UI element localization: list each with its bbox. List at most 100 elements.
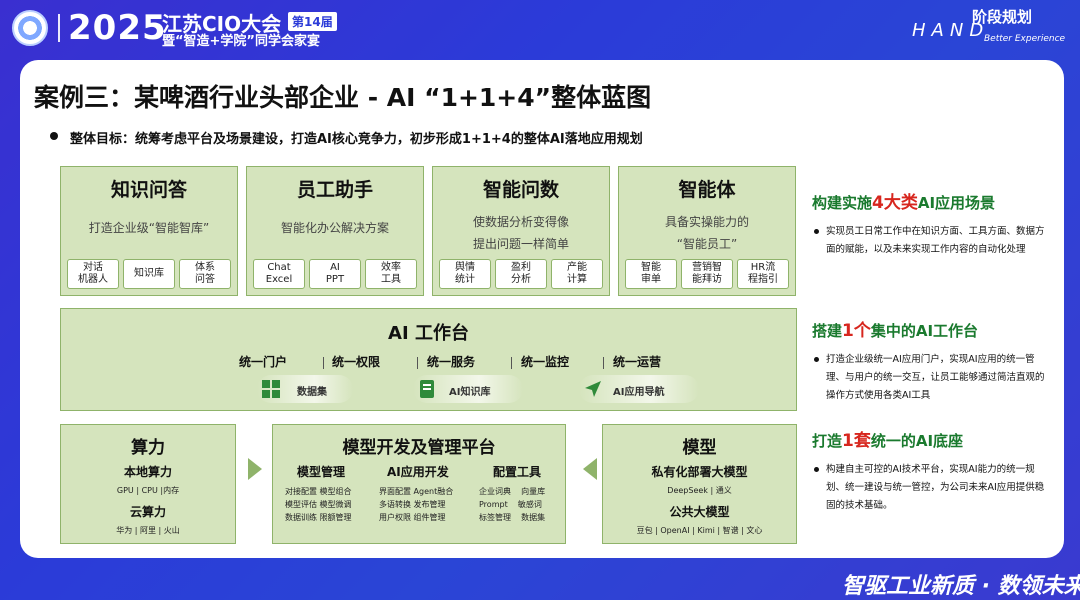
platform-line: 数据训练 限额管理 xyxy=(285,513,352,522)
sidebar-section-scenarios: 构建实施4大类AI应用场景 实现员工日常工作中在知识方面、工具方面、数据方面的赋… xyxy=(812,188,1052,259)
grid-icon xyxy=(261,379,281,399)
scenario-chip: 效率 工具 xyxy=(365,259,417,289)
scenario-title: 知识问答 xyxy=(110,179,187,201)
platform-line: 标签管理 数据集 xyxy=(479,513,546,522)
sidebar-body: 打造企业级统一AI应用门户，实现AI应用的统一管理、与用户的统一交互，让员工能够… xyxy=(812,351,1052,405)
scenario-box-knowledge: 知识问答 打造企业级“智能智库” 对话 机器人 知识库 体系 问答 xyxy=(60,166,238,296)
sidebar-body: 实现员工日常工作中在知识方面、工具方面、数据方面的赋能，以及未来实现工作内容的自… xyxy=(812,223,1052,259)
private-models-title: 私有化部署大模型 xyxy=(651,465,748,479)
platform-column-title: 模型管理 xyxy=(297,465,346,479)
scenario-chip: AI PPT xyxy=(309,259,361,289)
platform-box: 模型开发及管理平台 模型管理 AI应用开发 配置工具 对接配置 模型组合 模型评… xyxy=(272,424,566,544)
tool-label: AI知识库 xyxy=(449,387,491,398)
header-year: 2025 xyxy=(68,8,167,48)
scenario-desc: 打造企业级“智能智库” xyxy=(88,221,210,235)
local-compute-title: 本地算力 xyxy=(123,465,172,479)
cloud-compute-items: 华为 | 阿里 | 火山 xyxy=(116,526,180,535)
workbench-item: 统一运营 xyxy=(613,355,662,369)
heading-pre: 搭建 xyxy=(812,322,843,340)
platform-line: 对接配置 模型组合 xyxy=(285,487,352,496)
scenario-title: 智能体 xyxy=(678,179,736,201)
private-models-items: DeepSeek | 通义 xyxy=(667,486,732,495)
scenario-chip: 盈利 分析 xyxy=(495,259,547,289)
scenario-box-data-query: 智能问数 使数据分析变得像 提出问题一样简单 舆情 统计 盈利 分析 产能 计算 xyxy=(432,166,610,296)
footer-slogan: 智驱工业新质 · 数领未来引擎 xyxy=(842,574,1080,599)
scenario-chip: 智能 审单 xyxy=(625,259,677,289)
platform-line: 界面配置 Agent融合 xyxy=(379,487,454,496)
sidebar-heading: 打造1套统一的AI底座 xyxy=(812,426,1052,451)
book-icon xyxy=(417,379,437,399)
models-title: 模型 xyxy=(682,438,717,458)
scenario-chip: 知识库 xyxy=(123,259,175,289)
sidebar-heading: 构建实施4大类AI应用场景 xyxy=(812,188,1052,213)
platform-column-title: 配置工具 xyxy=(493,465,542,479)
heading-post: 统一的AI底座 xyxy=(870,432,964,450)
platform-line: 企业词典 向量库 xyxy=(479,487,546,496)
header: 2025 江苏CIO大会 第14届 暨“智造+学院”同学会家宴 HAND 阶段规… xyxy=(0,0,1080,56)
scenario-title: 智能问数 xyxy=(482,179,559,201)
workbench-divider xyxy=(417,357,418,369)
header-badge: 第14届 xyxy=(288,12,337,31)
scenario-chip: 体系 问答 xyxy=(179,259,231,289)
header-title: 江苏CIO大会 xyxy=(162,12,282,36)
sidebar-section-foundation: 打造1套统一的AI底座 构建自主可控的AI技术平台，实现AI能力的统一规划、统一… xyxy=(812,426,1052,515)
header-divider xyxy=(58,14,60,42)
platform-line: Prompt 敏感词 xyxy=(479,500,542,509)
conference-logo-icon xyxy=(12,10,48,46)
heading-pre: 构建实施 xyxy=(812,194,873,212)
scenario-chip: Chat Excel xyxy=(253,259,305,289)
scenario-box-agent: 智能体 具备实操能力的 “智能员工” 智能 审单 营销智 能拜访 HR流 程指引 xyxy=(618,166,796,296)
platform-column-title: AI应用开发 xyxy=(387,465,449,479)
scenario-desc: 智能化办公解决方案 xyxy=(280,221,389,235)
arrow-left-icon xyxy=(583,458,597,480)
ai-workbench-box: AI 工作台 统一门户 统一权限 统一服务 统一监控 统一运营 数据集 AI知识… xyxy=(60,308,797,411)
heading-accent: 1套 xyxy=(842,431,871,451)
heading-post: 集中的AI工作台 xyxy=(870,322,979,340)
brand-tagline: Better Experience xyxy=(984,34,1066,44)
workbench-divider xyxy=(603,357,604,369)
scenario-desc: 使数据分析变得像 提出问题一样简单 xyxy=(472,215,569,251)
workbench-divider xyxy=(511,357,512,369)
scenario-box-assistant: 员工助手 智能化办公解决方案 Chat Excel AI PPT 效率 工具 xyxy=(246,166,424,296)
heading-accent: 4大类 xyxy=(872,193,918,213)
local-compute-items: GPU | CPU |内存 xyxy=(116,486,180,495)
brand-logo-text: HAND xyxy=(912,20,990,41)
sidebar-heading: 搭建1个集中的AI工作台 xyxy=(812,316,1052,341)
public-models-title: 公共大模型 xyxy=(669,505,730,519)
workbench-title: AI 工作台 xyxy=(388,323,469,344)
platform-line: 模型评估 模型微调 xyxy=(285,500,352,509)
scenario-chip: HR流 程指引 xyxy=(737,259,789,289)
cloud-compute-title: 云算力 xyxy=(129,505,166,519)
scenario-chip: 舆情 统计 xyxy=(439,259,491,289)
workbench-item: 统一监控 xyxy=(521,355,570,369)
tool-label: AI应用导航 xyxy=(613,387,665,398)
navigation-icon xyxy=(583,379,603,399)
scenario-chip: 产能 计算 xyxy=(551,259,603,289)
bullet-icon xyxy=(50,132,58,140)
platform-line: 用户权限 组件管理 xyxy=(379,513,446,522)
compute-title: 算力 xyxy=(131,438,165,458)
tool-label: 数据集 xyxy=(297,387,327,398)
heading-pre: 打造 xyxy=(812,432,843,450)
scenario-desc: 具备实操能力的 “智能员工” xyxy=(664,215,749,251)
platform-line: 多语转换 发布管理 xyxy=(379,500,446,509)
slide-card: 案例三：某啤酒行业头部企业 - AI “1+1+4”整体蓝图 整体目标：统筹考虑… xyxy=(20,60,1064,558)
scenario-chip: 对话 机器人 xyxy=(67,259,119,289)
models-box: 模型 私有化部署大模型 DeepSeek | 通义 公共大模型 豆包 | Ope… xyxy=(602,424,797,544)
sidebar-body: 构建自主可控的AI技术平台，实现AI能力的统一规划、统一建设与统一管控，为公司未… xyxy=(812,461,1052,515)
heading-post: AI应用场景 xyxy=(917,194,996,212)
arrow-right-icon xyxy=(248,458,262,480)
workbench-item: 统一门户 xyxy=(239,355,288,369)
brand-chinese: 阶段规划 xyxy=(972,8,1033,26)
header-subtitle: 暨“智造+学院”同学会家宴 xyxy=(162,34,320,49)
slide-title: 案例三：某啤酒行业头部企业 - AI “1+1+4”整体蓝图 xyxy=(34,83,652,112)
workbench-item: 统一权限 xyxy=(332,355,381,369)
workbench-item: 统一服务 xyxy=(427,355,476,369)
workbench-tool-navigation xyxy=(579,375,699,403)
platform-title: 模型开发及管理平台 xyxy=(342,438,496,458)
compute-box: 算力 本地算力 GPU | CPU |内存 云算力 华为 | 阿里 | 火山 xyxy=(60,424,236,544)
heading-accent: 1个 xyxy=(842,321,871,341)
sidebar-section-workbench: 搭建1个集中的AI工作台 打造企业级统一AI应用门户，实现AI应用的统一管理、与… xyxy=(812,316,1052,405)
scenario-title: 员工助手 xyxy=(296,179,373,201)
slide-goal: 整体目标：统筹考虑平台及场景建设，打造AI核心竞争力，初步形成1+1+4的整体A… xyxy=(70,132,643,147)
